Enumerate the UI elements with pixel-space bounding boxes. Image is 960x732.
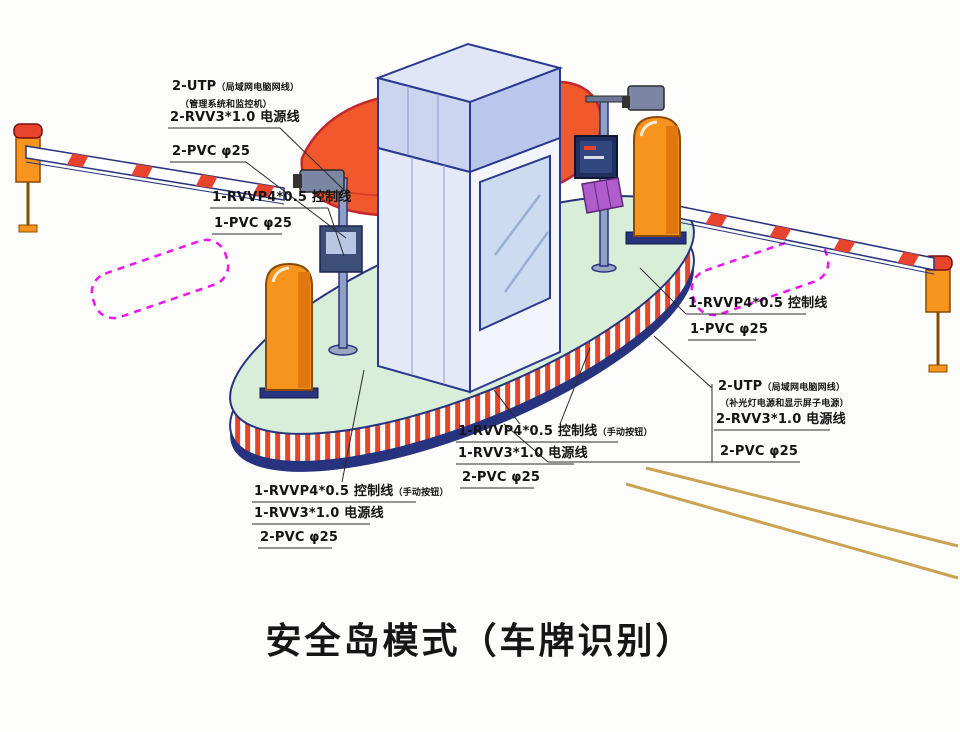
label-leftmid-pvc: 1-PVC φ25 (214, 216, 293, 231)
barrier-arm-left (25, 145, 285, 205)
guard-booth (377, 136, 561, 394)
label-leftlow-pvc: 2-PVC φ25 (260, 530, 339, 545)
label-center-pvc: 2-PVC φ25 (462, 470, 541, 485)
barrier-arm-right (677, 205, 935, 275)
label-center-control: 1-RVVP4*0.5 控制线（手动按钮） (458, 424, 653, 439)
label-text: 1-RVVP4*0.5 控制线 (254, 484, 394, 499)
barrier-end-post-left (13, 123, 43, 233)
intercom-box (319, 225, 363, 273)
lpr-camera-icon (293, 169, 345, 193)
leader-lines (168, 127, 830, 549)
barrier-end-post-right (923, 255, 953, 373)
loop-detector-left (90, 238, 230, 320)
label-subtext: （局域网电脑网线） (216, 83, 300, 93)
label-rightlow-power: 2-RVV3*1.0 电源线 (716, 412, 846, 427)
label-rightmid-control: 1-RVVP4*0.5 控制线 (688, 296, 828, 311)
label-rightlow-note: （补光灯电源和显示屏子电源） (720, 396, 849, 410)
label-topleft-pvc: 2-PVC φ25 (172, 144, 251, 159)
label-subtext: （手动按钮） (597, 428, 653, 438)
label-leftlow-power: 1-RVV3*1.0 电源线 (254, 506, 384, 521)
label-topleft-utp: 2-UTP（局域网电脑网线） (172, 79, 300, 94)
label-leftmid-control: 1-RVVP4*0.5 控制线 (212, 190, 352, 205)
diagram-title: 安全岛模式（车牌识别） (265, 621, 695, 662)
lane-marking-lines (625, 466, 959, 580)
barrier-machine-left (259, 262, 319, 399)
label-subtext: （手动按钮） (393, 488, 449, 498)
camera-pole-left (293, 169, 363, 356)
loop-detector-right (690, 235, 830, 317)
led-display-icon (574, 135, 618, 179)
label-subtext: （补光灯电源和显示屏子电源） (720, 399, 849, 409)
label-subtext: （局域网电脑网线） (762, 383, 846, 393)
barrier-machine-right (625, 115, 687, 245)
label-rightlow-pvc: 2-PVC φ25 (720, 444, 799, 459)
booth-window (479, 154, 551, 332)
label-topleft-power: 2-RVV3*1.0 电源线 (170, 110, 300, 125)
label-text: 2-UTP (172, 79, 217, 94)
label-rightlow-utp: 2-UTP（局域网电脑网线） (718, 379, 846, 394)
label-text: 1-RVVP4*0.5 控制线 (458, 424, 598, 439)
label-rightmid-pvc: 1-PVC φ25 (690, 322, 769, 337)
fill-light-icon (581, 177, 624, 214)
camera-icon (622, 85, 665, 111)
label-text: 2-UTP (718, 379, 763, 394)
camera-pole-right (574, 85, 665, 273)
label-leftlow-control: 1-RVVP4*0.5 控制线（手动按钮） (254, 484, 449, 499)
label-center-power: 1-RVV3*1.0 电源线 (458, 446, 588, 461)
label-subtext: （管理系统和监控机） (180, 100, 273, 110)
label-topleft-note: （管理系统和监控机） (180, 97, 272, 111)
